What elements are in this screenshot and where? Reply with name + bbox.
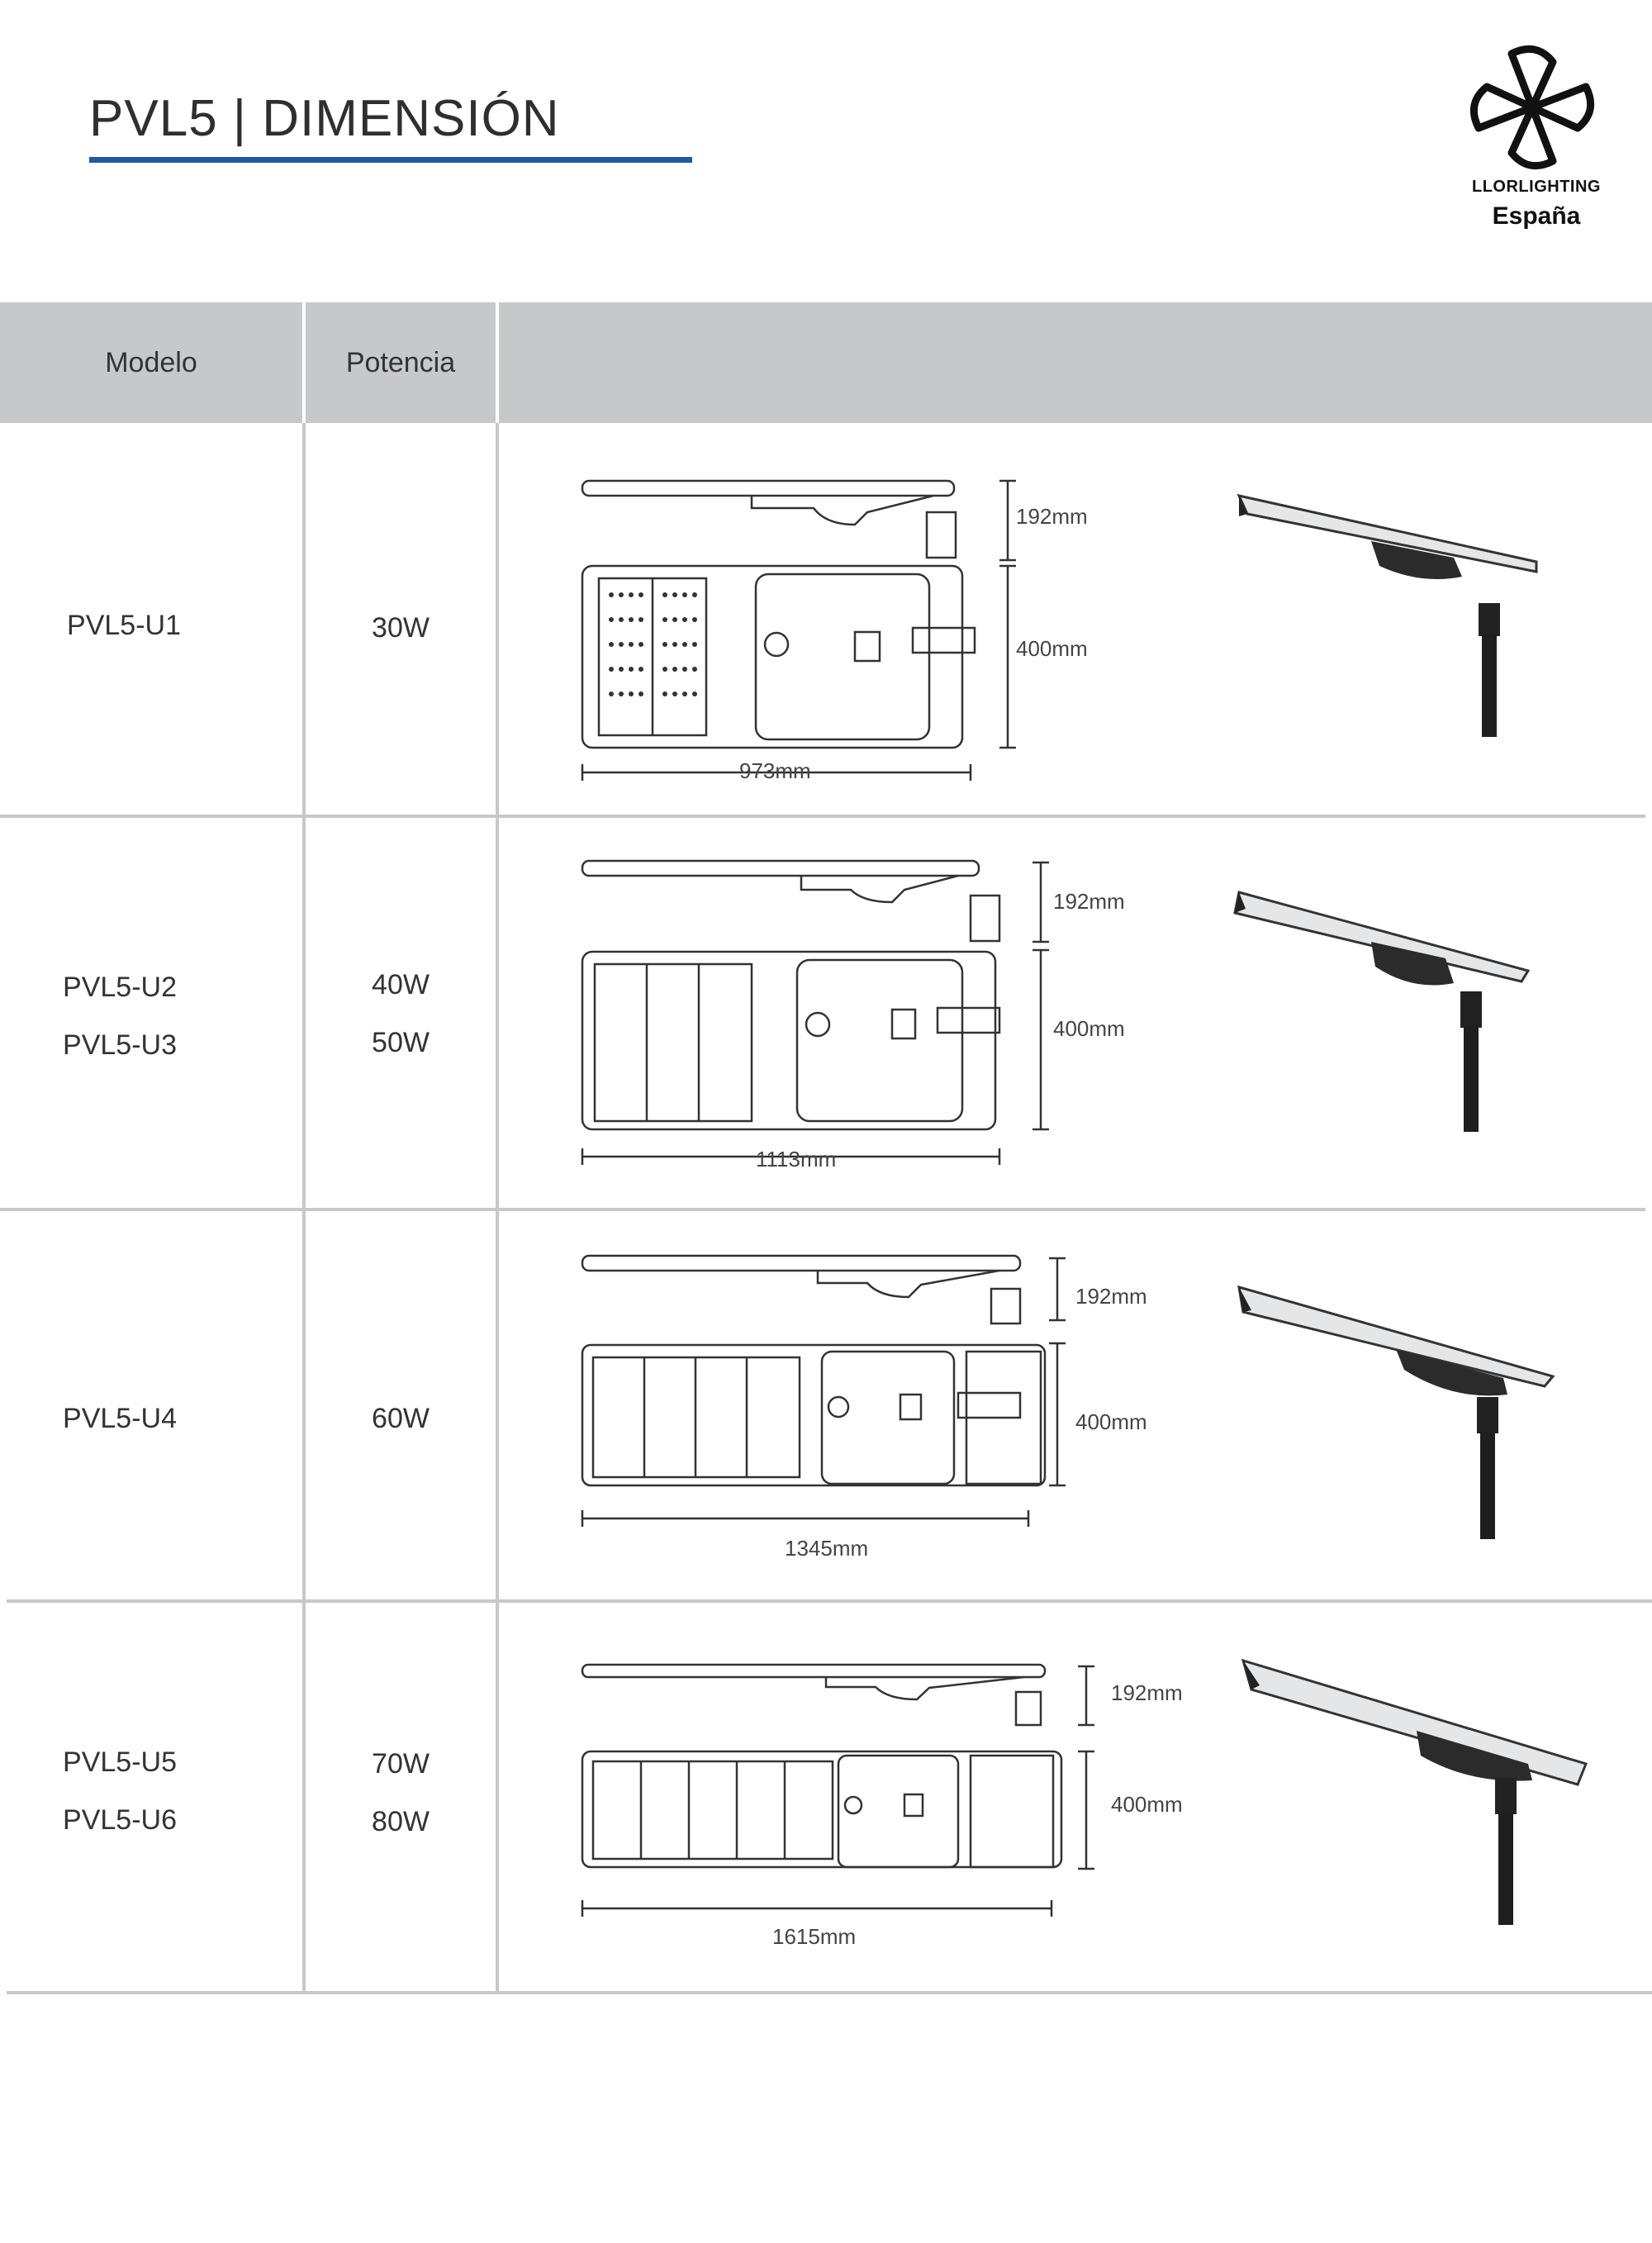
header-model: Modelo: [105, 347, 197, 378]
row-divider: [7, 1599, 1652, 1603]
row-divider: [0, 1208, 1645, 1211]
pinwheel-logo-icon: [1469, 45, 1595, 170]
brand-logo: LLORLIGHTING España: [1454, 37, 1619, 244]
page-title: PVL5 | DIMENSIÓN: [89, 90, 560, 147]
length-dimension: 1615mm: [772, 1924, 856, 1949]
dimension-drawing: 192mm 400mm 1615mm: [581, 1663, 1183, 1949]
dimension-drawing: 192mm 400mm 973mm: [581, 479, 1088, 783]
power-value: 50W: [372, 1027, 430, 1058]
model-name: PVL5-U1: [67, 610, 181, 641]
model-name: PVL5-U4: [63, 1403, 177, 1434]
row-divider: [7, 1991, 1652, 1994]
model-name: PVL5-U3: [63, 1029, 177, 1061]
brand-country: España: [1492, 202, 1581, 230]
length-dimension: 1113mm: [756, 1147, 836, 1171]
width-dimension: 400mm: [1075, 1409, 1147, 1434]
row-divider: [0, 815, 1645, 818]
model-name: PVL5-U5: [63, 1746, 177, 1778]
header-divider: [496, 302, 499, 423]
width-dimension: 400mm: [1053, 1016, 1125, 1041]
height-dimension: 192mm: [1111, 1680, 1183, 1705]
dimension-drawing: 192mm 400mm 1345mm: [581, 1254, 1147, 1561]
height-dimension: 192mm: [1075, 1284, 1147, 1309]
length-dimension: 1345mm: [785, 1536, 868, 1561]
power-value: 70W: [372, 1748, 430, 1780]
power-value: 60W: [372, 1403, 430, 1434]
length-dimension: 973mm: [739, 758, 811, 783]
brand-name: LLORLIGHTING: [1472, 178, 1601, 196]
header-drawing: [499, 302, 1652, 423]
luminaire-render: [1241, 1658, 1588, 1925]
width-dimension: 400mm: [1016, 636, 1088, 661]
title-underline: [89, 157, 692, 163]
luminaire-render: [1237, 493, 1538, 737]
power-value: 80W: [372, 1806, 430, 1837]
dimension-drawing: 192mm 400mm 1113mm: [581, 859, 1125, 1171]
table-header: Modelo Potencia: [0, 302, 1652, 423]
power-value: 30W: [372, 612, 430, 644]
height-dimension: 192mm: [1053, 889, 1125, 914]
power-value: 40W: [372, 969, 430, 1000]
model-name: PVL5-U6: [63, 1804, 177, 1836]
header-power: Potencia: [345, 347, 456, 378]
luminaire-render: [1237, 1285, 1555, 1539]
luminaire-render: [1233, 891, 1531, 1132]
model-name: PVL5-U2: [63, 972, 177, 1003]
height-dimension: 192mm: [1016, 504, 1088, 529]
width-dimension: 400mm: [1111, 1792, 1183, 1817]
